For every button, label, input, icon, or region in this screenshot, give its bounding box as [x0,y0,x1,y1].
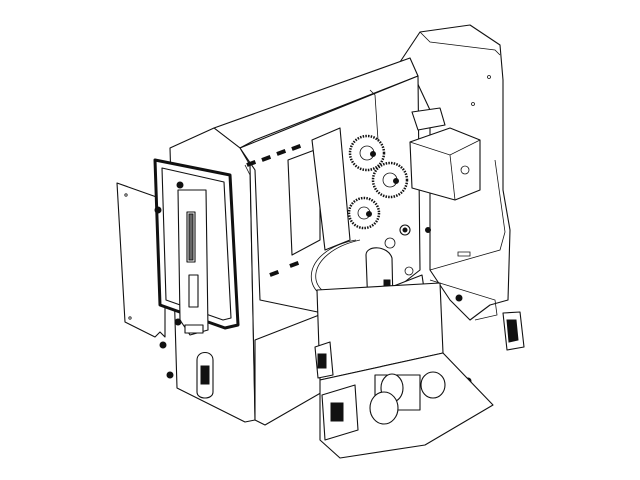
drive-gears [349,136,407,228]
screw [160,342,166,348]
screw [155,207,161,213]
media-guide-block [288,148,320,255]
interface-board [178,190,208,335]
capacitor [370,392,398,424]
screw [456,295,462,301]
power-inlet [197,353,213,399]
gear-middle [373,163,407,197]
stepper-motor [410,108,480,200]
screw [167,372,173,378]
ribbon-guide-block [312,128,350,250]
gear-lower [349,198,379,228]
latch-clip [503,312,524,350]
gear-upper [350,136,384,170]
vent-slots [247,145,301,277]
power-supply-assembly [315,283,493,458]
screw [175,319,181,325]
screw [177,182,183,188]
